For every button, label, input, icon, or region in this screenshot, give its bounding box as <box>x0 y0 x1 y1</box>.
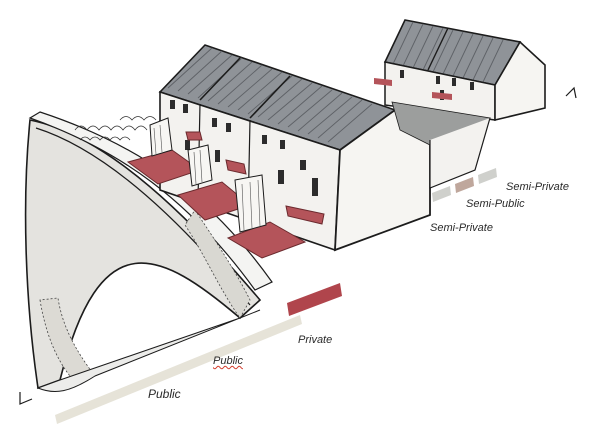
balcony-2 <box>225 159 247 175</box>
street <box>24 111 273 392</box>
label-semi-private-top: Semi-Private <box>506 181 569 193</box>
semi-private-strip-a <box>432 186 451 202</box>
windows <box>170 100 318 196</box>
balcony-1 <box>185 131 203 141</box>
pergolas <box>149 117 267 233</box>
label-public-large: Public <box>148 387 181 401</box>
label-semi-private-mid: Semi-Private <box>430 222 493 234</box>
shrubs <box>74 116 157 141</box>
rear-houses <box>374 19 546 189</box>
semi-public-strip <box>455 177 474 193</box>
axis-marker-right <box>565 86 577 99</box>
balcony-3 <box>285 205 325 225</box>
label-semi-public: Semi-Public <box>466 198 525 210</box>
road-foreground <box>36 309 261 392</box>
axis-markers <box>19 86 577 405</box>
label-private: Private <box>298 334 333 346</box>
road-surface <box>24 119 262 390</box>
label-public-small: Public <box>213 355 243 367</box>
zone-strips <box>55 168 497 424</box>
rear-gable <box>494 40 546 122</box>
private-strip <box>287 283 342 316</box>
semi-private-strip-b <box>478 168 497 184</box>
kerb-band <box>28 111 273 291</box>
road-front-gravel <box>39 297 96 383</box>
axis-marker-left <box>19 392 33 405</box>
public-strip <box>55 315 302 424</box>
kerb-gravel <box>184 209 251 319</box>
